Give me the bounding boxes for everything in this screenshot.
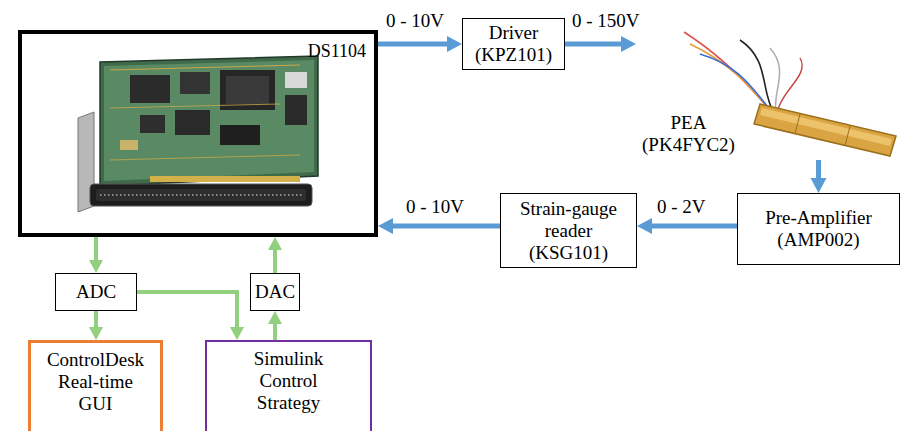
data-arrow — [94, 237, 98, 260]
voltage-range-label: 0 - 10V — [404, 196, 466, 218]
control-box: Simulink Control Strategy — [205, 340, 372, 431]
signal-arrow — [816, 160, 821, 178]
controller-board-box: DS1104 — [18, 30, 378, 237]
node-label: ADC — [76, 281, 116, 303]
amplifier-box: Pre-Amplifier (AMP002) — [737, 193, 900, 265]
data-arrow — [94, 311, 98, 327]
node-label: PEA (PK4FYC2) — [636, 112, 741, 156]
node-label: Strain-gauge reader (KSG101) — [511, 198, 626, 264]
pci-card-illustration — [78, 56, 318, 212]
node-label: DAC — [255, 281, 295, 303]
node-label: ControlDesk Real-time GUI — [43, 349, 148, 415]
data-arrow — [273, 250, 277, 273]
reader-box: Strain-gauge reader (KSG101) — [500, 193, 637, 268]
voltage-range-label: 0 - 2V — [655, 196, 708, 218]
data-arrow — [137, 292, 237, 327]
driver-box: Driver (KPZ101) — [462, 18, 565, 70]
signal-arrow — [652, 224, 737, 229]
data-arrow — [273, 324, 277, 340]
node-label: Simulink Control Strategy — [229, 348, 348, 414]
signal-arrow — [378, 42, 447, 47]
voltage-range-label: 0 - 10V — [384, 10, 446, 32]
converter-box: ADC — [55, 273, 137, 311]
gui-box: ControlDesk Real-time GUI — [28, 340, 163, 431]
voltage-range-label: 0 - 150V — [570, 10, 642, 32]
signal-arrow — [393, 224, 500, 229]
node-label: Driver (KPZ101) — [467, 22, 560, 66]
signal-arrow — [565, 42, 621, 47]
actuator-part: PEA (PK4FYC2) — [636, 20, 900, 160]
converter-box: DAC — [250, 273, 300, 311]
node-label: Pre-Amplifier (AMP002) — [746, 207, 891, 251]
node-label: DS1104 — [308, 40, 366, 62]
